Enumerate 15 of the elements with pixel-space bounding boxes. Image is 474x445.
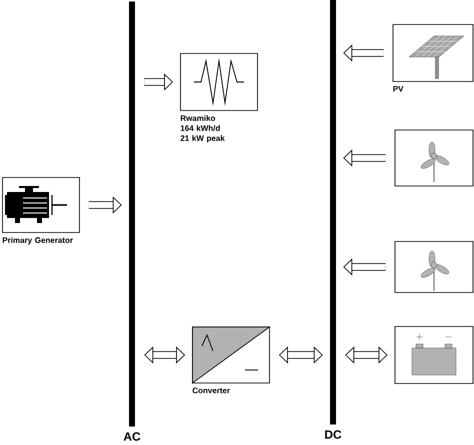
bus-bar: AC [124, 2, 140, 441]
node-label: PV [393, 86, 404, 92]
node-label: Rwamiko 164 kWh/d 21 kW peak [180, 115, 225, 143]
battery-box [394, 326, 474, 384]
wind-turbine-box [394, 241, 474, 293]
node-label: Converter [192, 388, 230, 394]
generator-box: Primary Generator [2, 177, 80, 245]
solar-panel-box: PV [392, 24, 474, 92]
wind-turbine-box [394, 130, 474, 186]
load-box: Rwamiko 164 kWh/d 21 kW peak [180, 53, 258, 143]
bus-bar: DC [325, 0, 342, 439]
node-label: DC [325, 430, 342, 439]
node-label: Primary Generator [2, 237, 73, 245]
node-label: AC [124, 432, 140, 441]
converter-box: Converter [192, 326, 271, 394]
